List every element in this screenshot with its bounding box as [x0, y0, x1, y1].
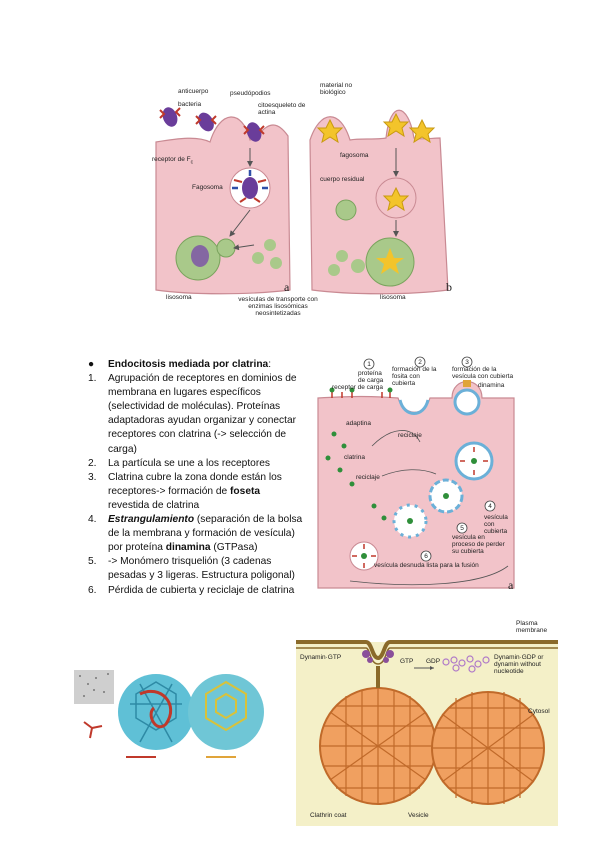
- step-5: 5: [460, 525, 464, 532]
- label-fagosoma-a: Fagosoma: [192, 184, 223, 191]
- list-item: 5. -> Monómero trisquelión (3 cadenas pe…: [88, 556, 295, 582]
- label-lisosoma-a: lisosoma: [166, 294, 192, 301]
- label-lisosoma-b: lisosoma: [380, 294, 406, 301]
- heading-bold: Endocitosis mediada por clatrina: [108, 359, 269, 370]
- panel-letter-b: b: [446, 280, 452, 294]
- phagocytosis-illustration: [155, 107, 449, 295]
- phagocytosis-figure: anticuerpo bacteria pseudópodios citoesq…: [150, 80, 468, 325]
- label-dynamin-gtp: Dynamin·GTP: [300, 654, 342, 661]
- label-vesicula-perdiendo: vesícula en proceso de perder su cubiert…: [452, 534, 505, 556]
- label-proteina-carga: proteína de carga: [358, 370, 384, 385]
- label-fagosoma-b: fagosoma: [340, 152, 369, 159]
- label-bacteria: bacteria: [178, 101, 202, 108]
- clathrin-cage-micrographs: [74, 670, 264, 758]
- step-1: 1: [367, 361, 371, 368]
- label-pseudopodios: pseudópodios: [230, 90, 271, 97]
- label-dynamin-gdp: Dynamin·GDP or dynamin without nucleotid…: [494, 654, 544, 676]
- step-2: 2: [418, 359, 422, 366]
- step-4: 4: [488, 503, 492, 510]
- clathrin-endocytosis-illustration: 1 2 3 4 5 6: [317, 356, 515, 589]
- label-vesicle: Vesicle: [408, 812, 429, 819]
- label-plasma-membrane: Plasma membrane: [516, 620, 548, 635]
- list-item: 3. Clatrina cubre la zona donde están lo…: [88, 471, 282, 511]
- label-clatrina: clatrina: [344, 454, 365, 461]
- panel-letter-a: a: [284, 280, 290, 294]
- step-6: 6: [424, 553, 428, 560]
- label-receptor-carga: receptor de carga: [332, 384, 383, 391]
- dynamin-figure: Plasma membrane Dynamin·GTP GTP GDP Dyna…: [296, 616, 558, 826]
- label-formacion-vesicula: formación de la vesícula con cubierta: [452, 366, 514, 381]
- dynamin-illustration: [296, 616, 558, 826]
- clathrin-cage-images: [70, 664, 270, 764]
- label-reciclaje-2: reciclaje: [356, 474, 380, 481]
- label-reciclaje-1: reciclaje: [398, 432, 422, 439]
- notes-list: ● Endocitosis mediada por clatrina: 1. A…: [88, 358, 303, 598]
- label-gtp: GTP: [400, 658, 414, 665]
- label-dinamina: dinamina: [478, 382, 505, 389]
- label-receptor-fc: receptor de Fc: [152, 156, 194, 166]
- label-formacion-fosita: formación de la fosita con cubierta: [392, 366, 437, 388]
- label-cuerpo-residual: cuerpo residual: [320, 176, 365, 183]
- list-item: 6. Pérdida de cubierta y reciclaje de cl…: [88, 584, 295, 596]
- label-material: material no biológico: [320, 82, 353, 97]
- label-clathrin-coat: Clathrin coat: [310, 812, 347, 819]
- label-vesicula-cubierta: vesícula con cubierta: [484, 514, 508, 536]
- label-citoesqueleto: citoesqueleto de actina: [258, 102, 306, 117]
- clathrin-endocytosis-figure: 1 2 3 4 5 6: [312, 356, 520, 594]
- label-gdp: GDP: [426, 658, 441, 665]
- list-item: 2. La partícula se une a los receptores: [88, 457, 270, 469]
- label-adaptina: adaptina: [346, 420, 371, 427]
- bullet-dot: ●: [88, 359, 95, 370]
- panel-letter-a: a: [508, 578, 514, 592]
- list-item: 4. Estrangulamiento (separación de la bo…: [88, 514, 303, 554]
- step-3: 3: [465, 359, 469, 366]
- label-vesicula-desnuda: vesícula desnuda lista para la fusión: [374, 562, 479, 569]
- label-vesiculas: vesículas de transporte con enzimas liso…: [238, 296, 318, 318]
- list-item: 1. Agrupación de receptores en dominios …: [88, 373, 297, 455]
- notes-heading: ● Endocitosis mediada por clatrina:: [88, 358, 303, 372]
- label-anticuerpo: anticuerpo: [178, 88, 209, 95]
- label-cytosol: Cytosol: [528, 708, 550, 715]
